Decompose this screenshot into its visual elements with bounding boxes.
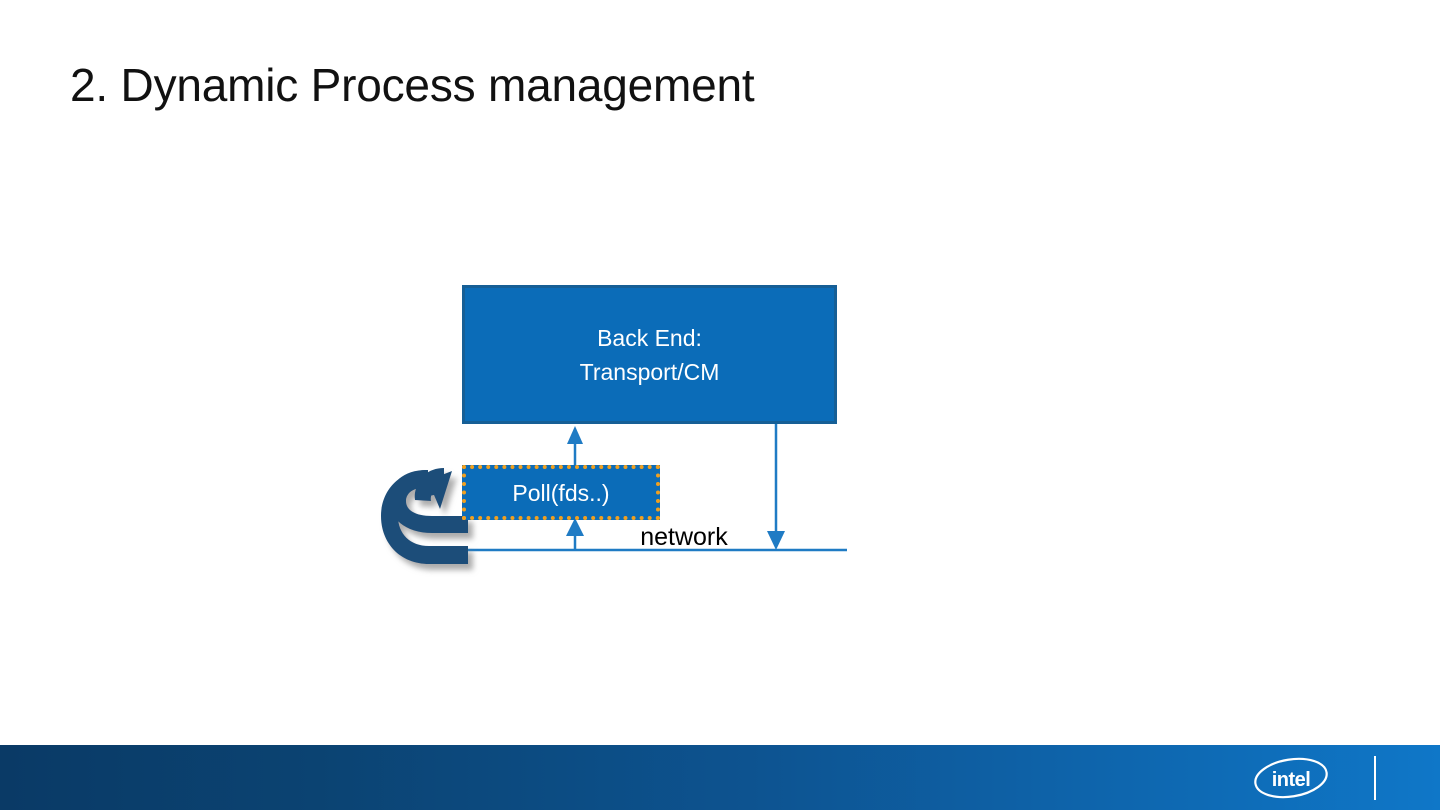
process-management-diagram: Back End: Transport/CM Poll(fds..) netwo… bbox=[381, 285, 847, 564]
poll-box[interactable]: Poll(fds..) bbox=[462, 465, 660, 520]
footer-bar bbox=[0, 745, 1440, 810]
intel-logo: intel bbox=[1254, 757, 1328, 799]
polling-loop-arrow bbox=[381, 468, 468, 564]
arrow-network-to-poll bbox=[566, 518, 584, 550]
network-label: network bbox=[640, 523, 728, 551]
backend-box-label: Back End: Transport/CM bbox=[579, 324, 720, 385]
poll-box-label: Poll(fds..) bbox=[512, 479, 610, 506]
backend-box[interactable]: Back End: Transport/CM bbox=[462, 285, 837, 424]
arrow-backend-to-network bbox=[767, 424, 785, 550]
svg-text:intel: intel bbox=[1272, 769, 1311, 791]
footer-divider bbox=[1374, 756, 1376, 800]
page-title: 2. Dynamic Process management bbox=[70, 59, 755, 111]
arrow-poll-to-backend bbox=[567, 426, 583, 465]
